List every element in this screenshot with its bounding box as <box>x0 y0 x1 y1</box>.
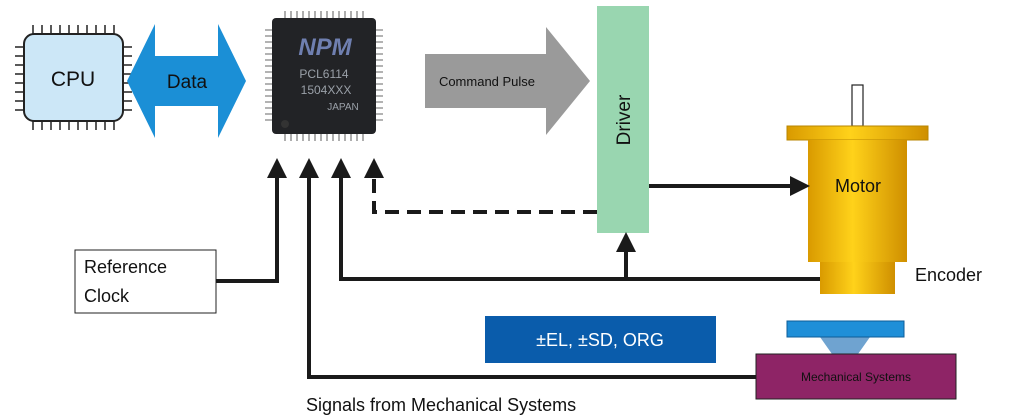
chip-origin: JAPAN <box>327 102 359 113</box>
motor-flange <box>787 126 928 140</box>
motor-body <box>808 140 907 262</box>
driver-box: Driver <box>597 6 649 233</box>
reference-clock-line2: Clock <box>84 286 130 306</box>
cpu-chip: CPU <box>15 25 132 130</box>
cpu-label: CPU <box>51 68 95 91</box>
limit-signals-label: ±EL, ±SD, ORG <box>536 330 664 350</box>
chip-code: 1504XXX <box>301 83 352 97</box>
data-arrow: Data <box>127 24 246 138</box>
reference-clock-line <box>216 162 277 281</box>
chip-model: PCL6114 <box>299 67 348 81</box>
encoder-feedback-line <box>341 162 820 279</box>
signals-caption: Signals from Mechanical Systems <box>306 395 576 415</box>
mech-stage-top <box>787 321 904 337</box>
encoder-body <box>820 262 895 294</box>
controller-chip: NPM PCL6114 1504XXX JAPAN <box>265 11 383 141</box>
motor-label: Motor <box>835 176 881 196</box>
motor-shaft <box>852 85 863 126</box>
mechanical-systems: Mechanical Systems <box>756 321 956 399</box>
driver-status-line <box>374 162 597 212</box>
mechanical-systems-label: Mechanical Systems <box>801 370 911 384</box>
command-pulse-label: Command Pulse <box>439 74 535 89</box>
mech-stage-stem <box>820 337 870 354</box>
limit-signals-box: ±EL, ±SD, ORG <box>485 316 716 363</box>
chip-brand: NPM <box>298 34 352 61</box>
data-arrow-label: Data <box>167 72 208 93</box>
driver-label: Driver <box>614 94 635 145</box>
encoder-label: Encoder <box>915 265 982 285</box>
reference-clock-line1: Reference <box>84 257 167 277</box>
command-pulse-arrow: Command Pulse <box>425 27 590 135</box>
chip-dot <box>281 120 289 128</box>
reference-clock-box: Reference Clock <box>75 250 216 313</box>
motor: Motor <box>787 85 928 294</box>
